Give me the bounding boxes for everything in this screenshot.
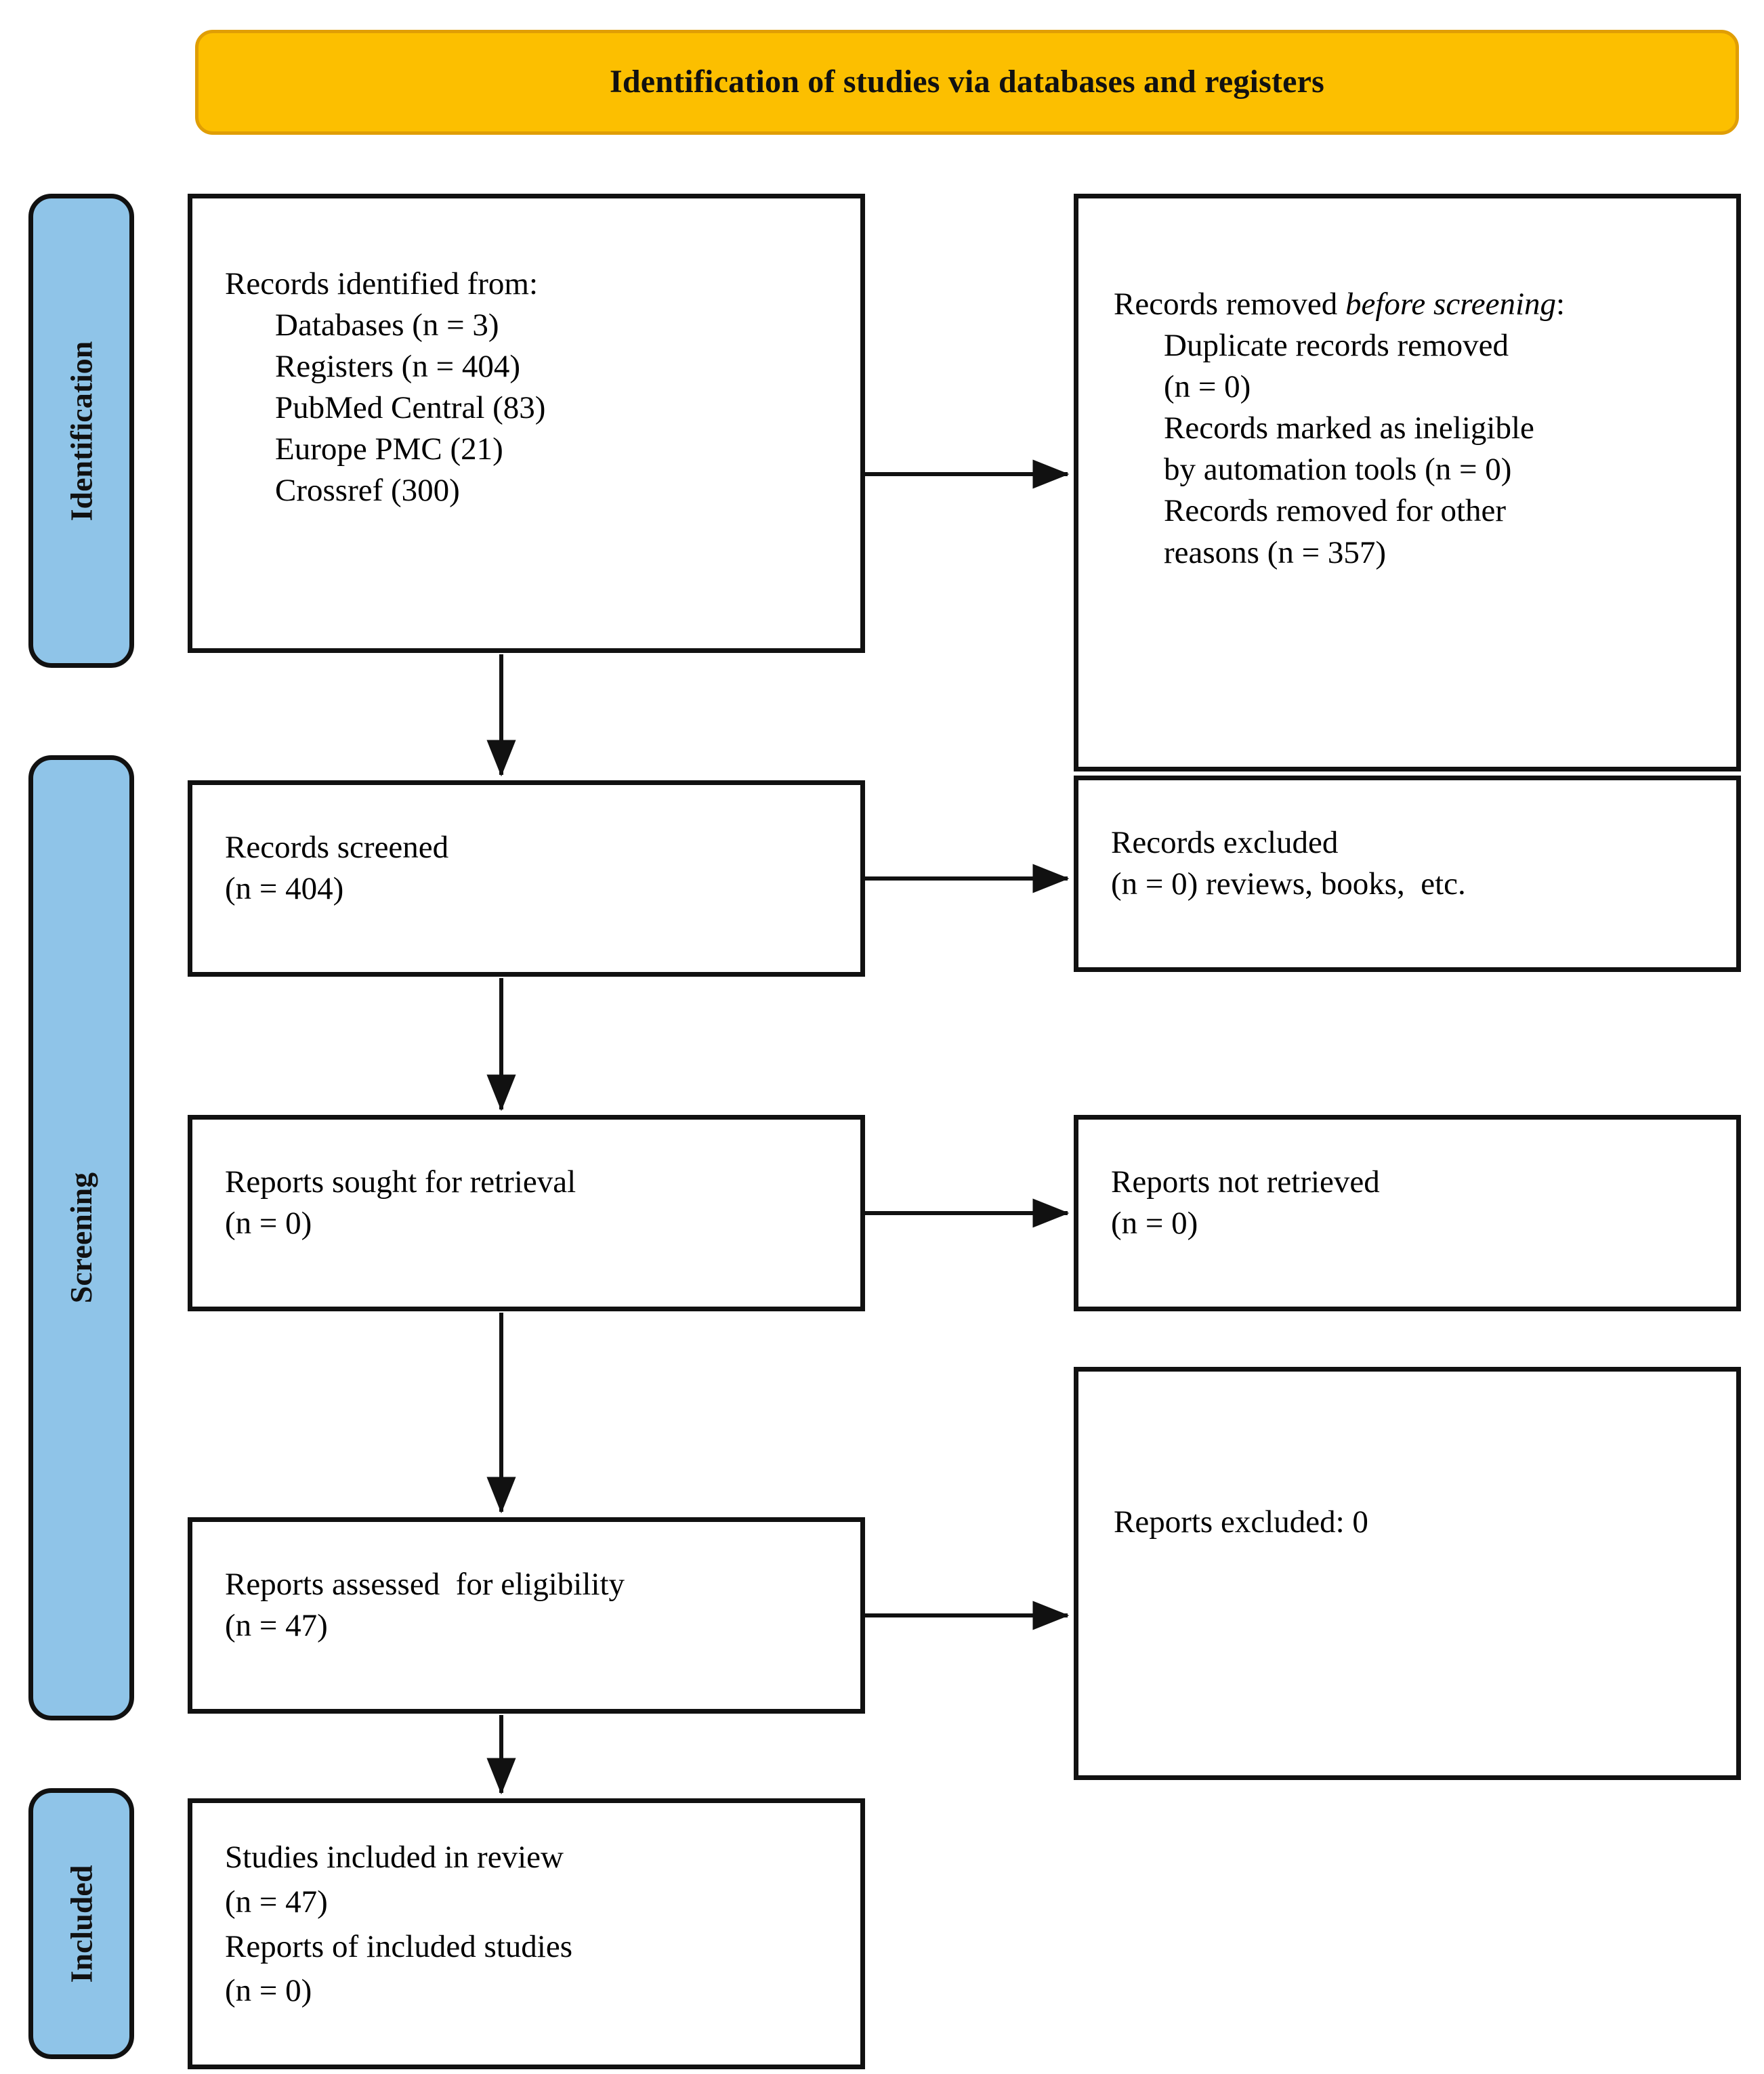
box-line: Reports sought for retrieval — [225, 1164, 576, 1200]
flow-box-reports-sought: Reports sought for retrieval (n = 0) — [188, 1115, 865, 1311]
stage-pill-included: Included — [28, 1788, 134, 2059]
box-line: Reports of included studies — [225, 1928, 573, 1964]
diagram-header-banner: Identification of studies via databases … — [195, 30, 1739, 135]
box-text-reports-sought: Reports sought for retrieval (n = 0) — [192, 1120, 860, 1244]
flow-box-records-identified: Records identified from: Databases (n = … — [188, 194, 865, 653]
flow-box-reports-not-retrieved: Reports not retrieved (n = 0) — [1074, 1115, 1741, 1311]
box-text-records-excluded: Records excluded (n = 0) reviews, books,… — [1078, 780, 1736, 905]
stage-label-identification: Identification — [64, 341, 99, 521]
stage-label-included: Included — [64, 1865, 99, 1983]
box-line: (n = 404) — [225, 871, 344, 907]
box-line: by automation tools (n = 0) — [1164, 452, 1512, 488]
flow-box-records-removed: Records removed before screening: Duplic… — [1074, 194, 1741, 771]
box-text-reports-not-retrieved: Reports not retrieved (n = 0) — [1078, 1120, 1736, 1244]
box-line-heading: Records removed before screening: — [1114, 284, 1702, 325]
box-line: Databases (n = 3) — [275, 308, 499, 343]
box-line: (n = 0) — [1111, 1206, 1198, 1242]
box-line: Records screened — [225, 830, 449, 865]
flow-box-studies-included: Studies included in review (n = 47) Repo… — [188, 1798, 865, 2069]
box-line: Records removed for other — [1164, 493, 1507, 529]
box-line: Records excluded — [1111, 825, 1339, 860]
box-text-records-removed: Records removed before screening: Duplic… — [1078, 198, 1736, 574]
flow-box-records-excluded: Records excluded (n = 0) reviews, books,… — [1074, 776, 1741, 972]
box-line: Europe PMC (21) — [275, 431, 503, 467]
flow-box-reports-excluded: Reports excluded: 0 — [1074, 1367, 1741, 1780]
stage-label-screening: Screening — [64, 1172, 99, 1304]
box-line: Records marked as ineligible — [1164, 410, 1534, 446]
box-line: Studies included in review — [225, 1840, 564, 1875]
box-line: Reports assessed for eligibility — [225, 1567, 625, 1602]
box-line: (n = 47) — [225, 1608, 328, 1644]
heading-suffix: : — [1556, 287, 1566, 322]
heading-italic: before screening — [1345, 287, 1557, 322]
heading-prefix: Records removed — [1114, 287, 1345, 322]
box-line: (n = 47) — [225, 1884, 328, 1920]
box-line: reasons (n = 357) — [1164, 534, 1387, 570]
flow-box-records-screened: Records screened (n = 404) — [188, 780, 865, 977]
box-line: Crossref (300) — [275, 473, 460, 509]
box-line: Registers (n = 404) — [275, 349, 520, 385]
stage-pill-screening: Screening — [28, 755, 134, 1720]
box-text-studies-included: Studies included in review (n = 47) Repo… — [192, 1803, 860, 2014]
box-line: PubMed Central (83) — [275, 390, 546, 426]
box-line: Reports not retrieved — [1111, 1164, 1380, 1200]
box-line: Duplicate records removed — [1164, 328, 1509, 364]
box-line: (n = 0) reviews, books, etc. — [1111, 866, 1466, 902]
box-line: (n = 0) — [225, 1206, 312, 1242]
box-text-reports-excluded: Reports excluded: 0 — [1078, 1372, 1736, 1543]
box-text-records-identified: Records identified from: Databases (n = … — [192, 198, 860, 512]
box-line: (n = 0) — [1164, 369, 1251, 405]
box-text-reports-assessed: Reports assessed for eligibility (n = 47… — [192, 1522, 860, 1647]
stage-pill-identification: Identification — [28, 194, 134, 668]
box-line: Records identified from: — [225, 266, 539, 301]
box-line: Reports excluded: 0 — [1114, 1504, 1368, 1540]
flow-box-reports-assessed: Reports assessed for eligibility (n = 47… — [188, 1517, 865, 1714]
box-text-records-screened: Records screened (n = 404) — [192, 785, 860, 910]
page-title: Identification of studies via databases … — [609, 64, 1325, 100]
box-line: (n = 0) — [225, 1973, 312, 2009]
